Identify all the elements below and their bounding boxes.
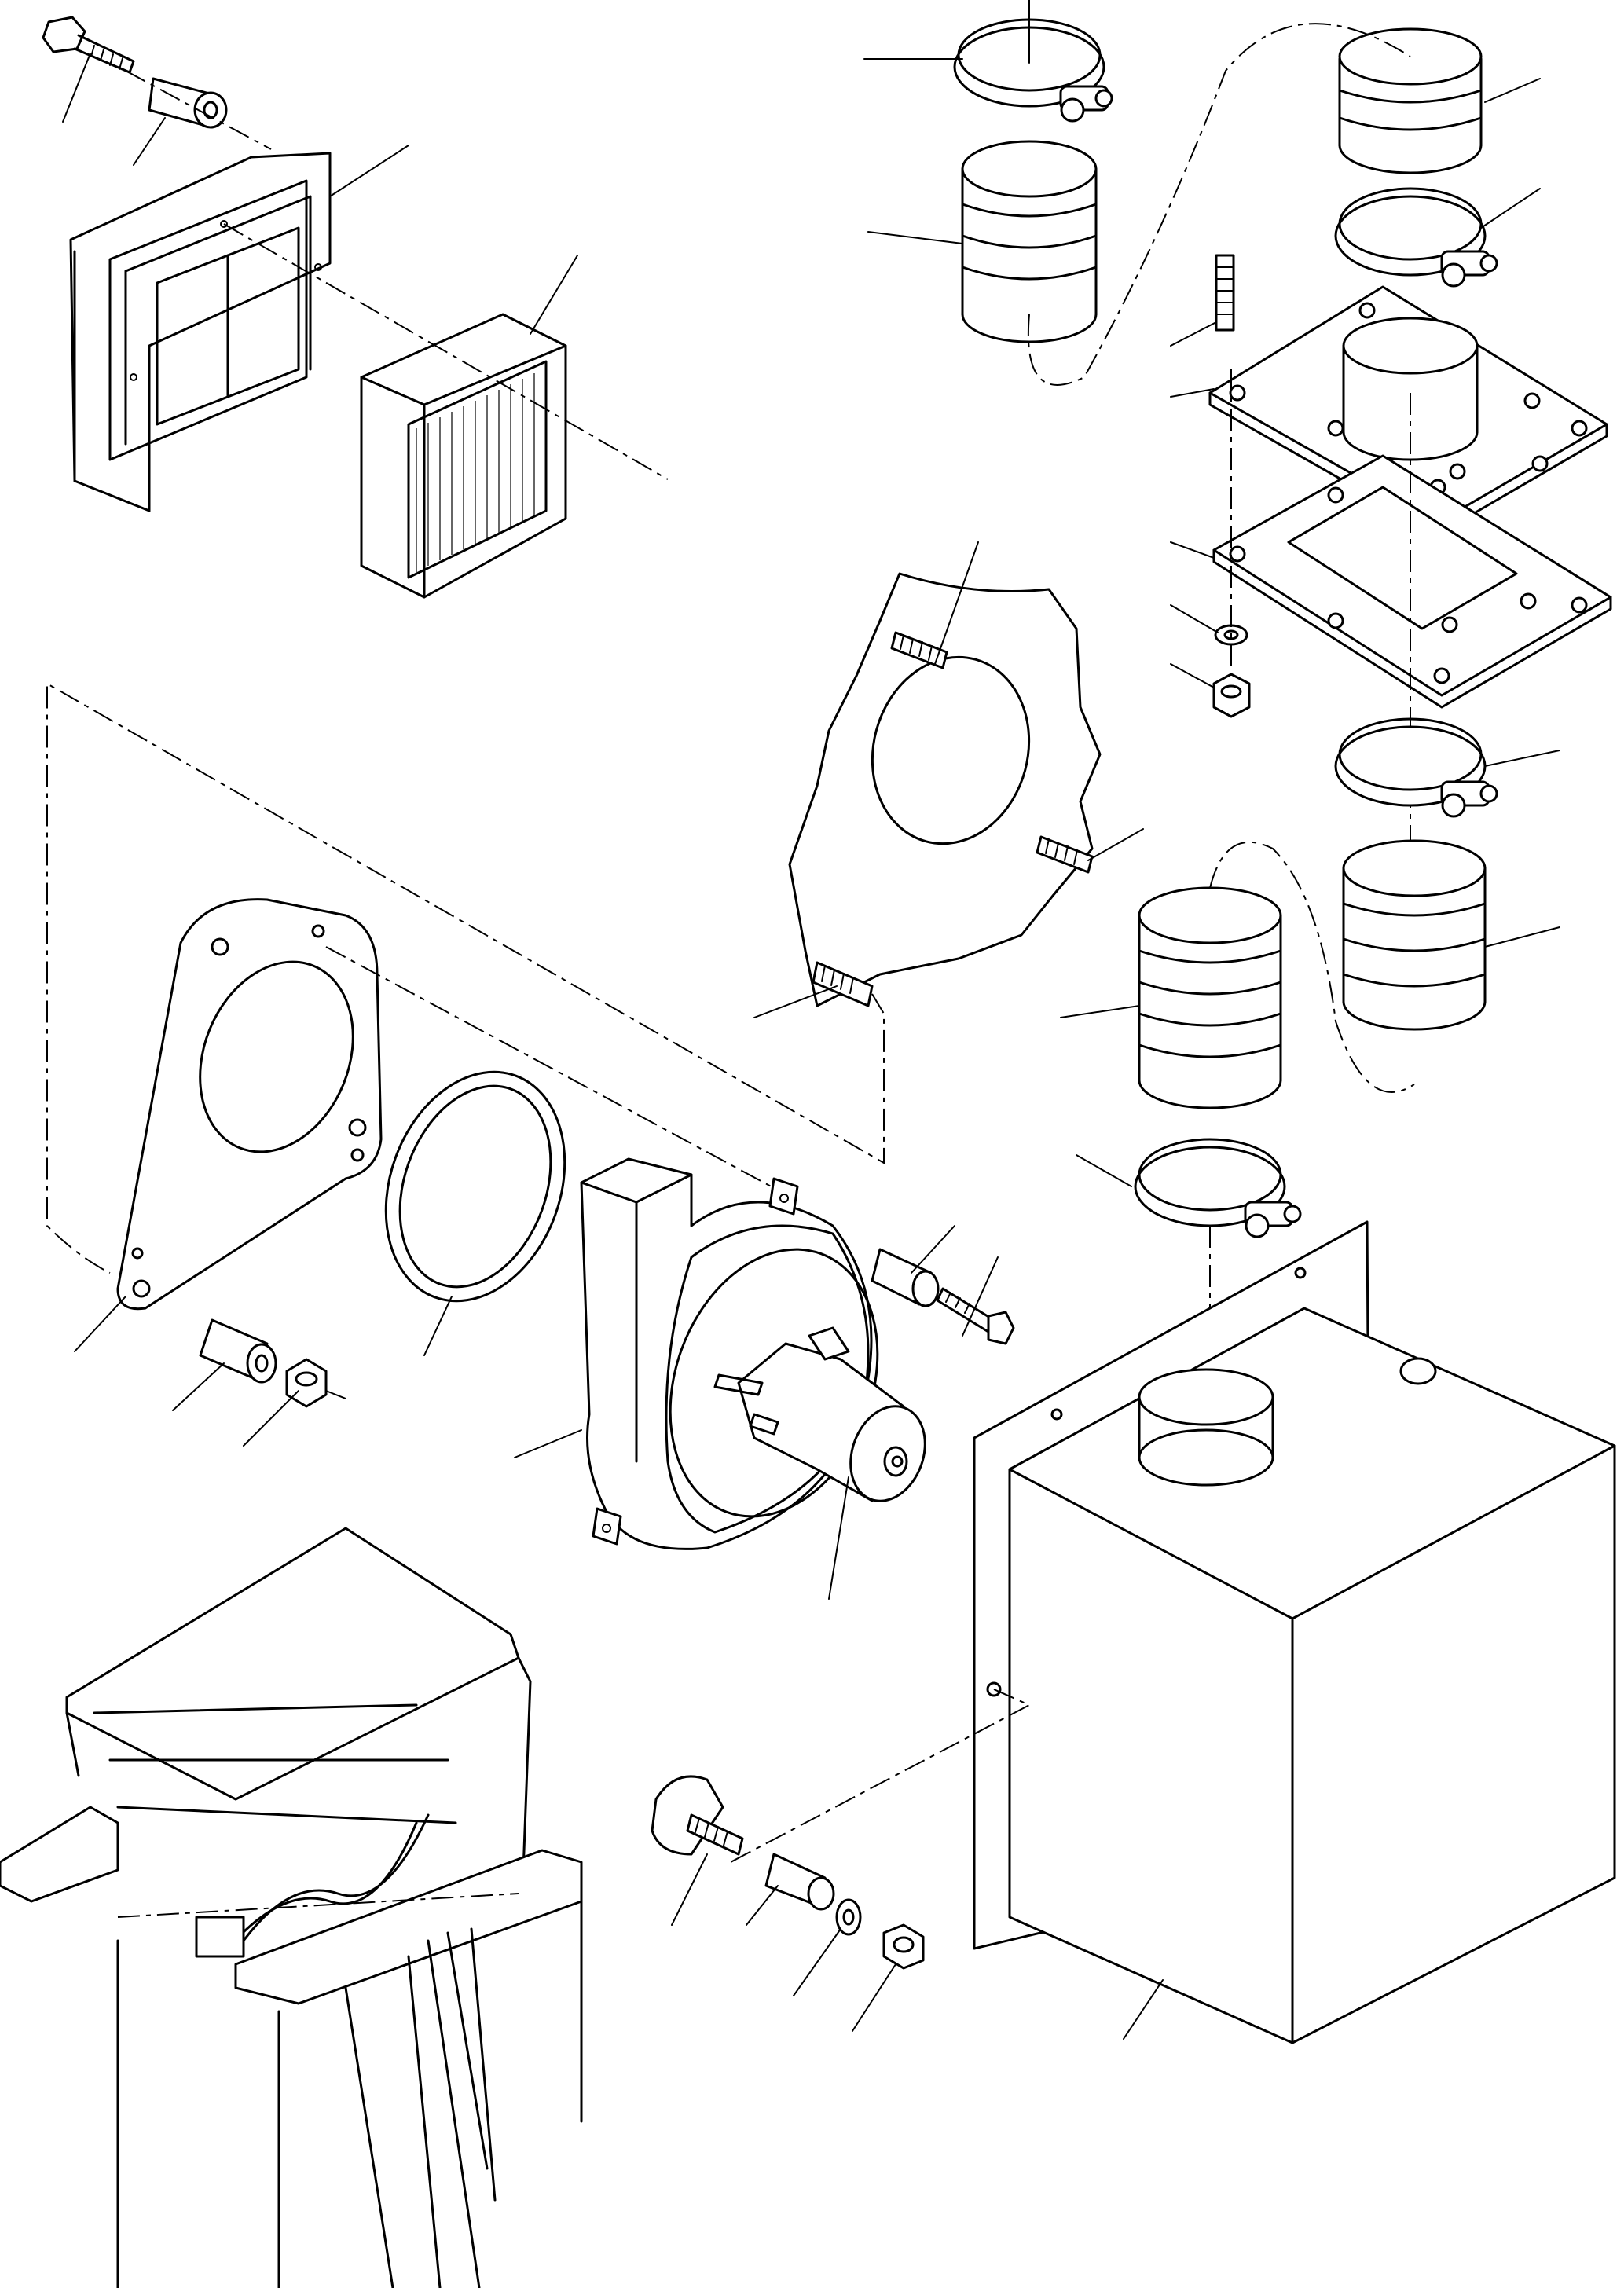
blower-motor [713,1326,926,1502]
bolt-top-left [42,16,135,74]
mounting-plate-irregular [788,572,1102,1007]
hose-clamp-4 [1134,1138,1302,1238]
spacer-left [199,1318,277,1384]
nut-right [1212,673,1251,718]
hose-clamp-1 [953,18,1113,123]
gasket [1212,454,1612,709]
nut-left [285,1358,328,1408]
stud-plate-2 [1036,835,1094,874]
stud-plate-1 [890,631,948,669]
stud-top-right [1215,254,1235,332]
spacer-bottom [764,1853,835,1911]
washer-bottom [835,1898,862,1936]
spacer-blower [871,1248,940,1307]
bellows-hose-2 [1338,28,1483,174]
hose-clamp-2 [1334,187,1498,288]
air-filter-element [360,313,567,599]
hose-clamp-3 [1334,717,1498,818]
bolt-blower [936,1287,1015,1345]
seal-ring [384,1070,566,1303]
threaded-stud-plate [651,1775,744,1856]
bellows-hose-4 [1138,886,1282,1109]
stud-plate-3 [812,961,874,1007]
bellows-hose-3 [1342,839,1487,1031]
filter-housing [69,152,332,512]
nut-bottom [882,1923,925,1970]
spacer-top-left [148,77,228,129]
bellows-hose-1 [961,140,1098,343]
cab-assembly [0,1527,583,2288]
blower-mounting-plate [116,898,383,1311]
box-housing [973,1220,1616,2044]
leader-lines [62,0,1560,2040]
